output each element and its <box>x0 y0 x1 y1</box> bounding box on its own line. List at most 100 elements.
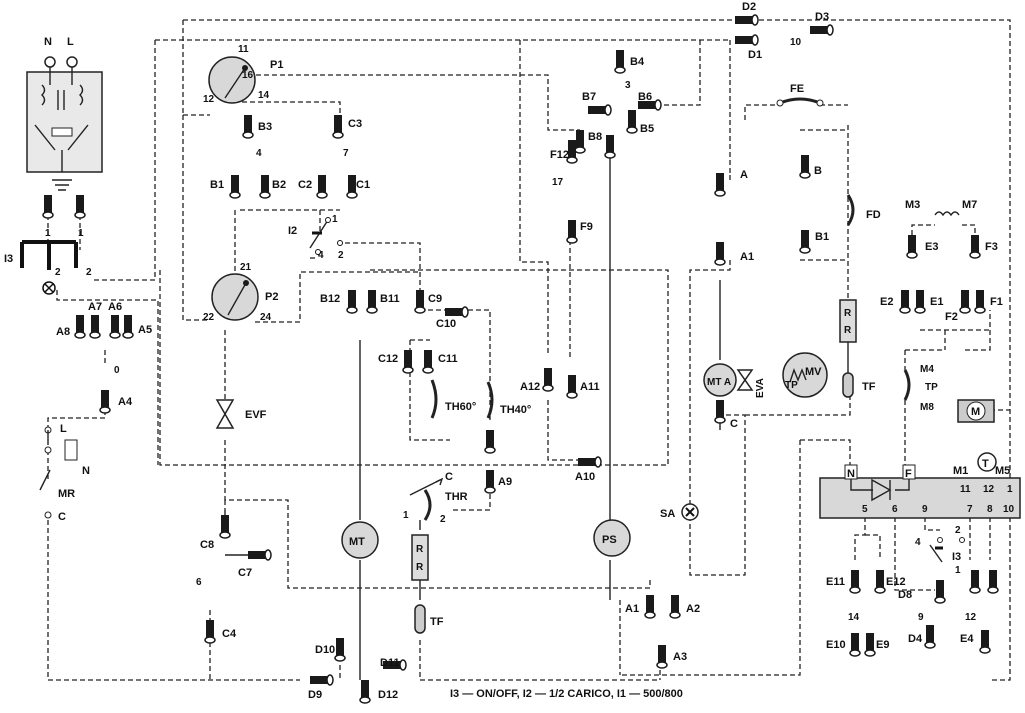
signal-lamp-sa: SA <box>660 503 699 521</box>
ps-label: PS <box>602 534 617 546</box>
label-a2: A2 <box>686 603 700 615</box>
label-c12: C12 <box>378 353 398 365</box>
thermostat-fd: FD <box>846 194 881 226</box>
contact-c11 <box>422 350 434 374</box>
thermostat-tp: M4 TP M8 <box>903 364 938 413</box>
contact-a9 <box>484 430 496 454</box>
switch-i3-bottom: 2 4 I3 1 <box>915 525 965 576</box>
mr-l-label: L <box>60 423 67 435</box>
mr-label: MR <box>58 488 75 500</box>
module-t12: 12 <box>983 484 995 495</box>
contact-a5 <box>122 315 134 339</box>
i2-t2: 2 <box>338 250 344 261</box>
module-t8: 8 <box>987 504 993 515</box>
m-label: M <box>971 406 980 418</box>
i3b-label: I3 <box>952 551 961 563</box>
contact-d2 <box>735 14 759 26</box>
contact-e1 <box>914 290 926 314</box>
i2-label: I2 <box>288 225 297 237</box>
p1-terminal-16: 16 <box>242 70 254 81</box>
i3b-t2: 2 <box>955 525 961 536</box>
thr-c-label: C <box>445 471 453 483</box>
module-t5: 5 <box>862 504 868 515</box>
label-a7: A7 <box>88 301 102 313</box>
label-b1-r: B1 <box>815 231 829 243</box>
contact-d10 <box>334 638 346 662</box>
supply-l-label: L <box>67 36 74 48</box>
contact-d1 <box>735 34 759 46</box>
label-e4: E4 <box>960 633 974 645</box>
selector-p1: 11 16 12 14 P1 <box>203 44 283 105</box>
contact-c4 <box>204 620 216 644</box>
label-14: 14 <box>848 612 860 623</box>
tf-bottom-label: TF <box>430 616 444 628</box>
thermostat-thr: THR C 1 2 <box>403 471 468 525</box>
contact-c1 <box>346 175 358 199</box>
tf-top-label: TF <box>862 381 876 393</box>
fe-label: FE <box>790 83 804 95</box>
module-t1: 1 <box>1007 484 1013 495</box>
contact-f12 <box>566 140 578 164</box>
switch-i2: I2 1 2 4 <box>288 214 344 261</box>
contact-b7 <box>588 104 612 116</box>
p1-label: P1 <box>270 59 283 71</box>
label-d9: D9 <box>308 689 322 701</box>
label-a8: A8 <box>56 326 70 338</box>
contact-e9 <box>864 633 876 657</box>
pump-ps: PS <box>593 519 631 557</box>
contact-a1b <box>644 595 656 619</box>
label-a10: A10 <box>575 471 595 483</box>
label-d12: D12 <box>378 689 398 701</box>
contact-d9 <box>310 674 334 686</box>
contact-b1-r <box>799 230 811 254</box>
label-a6: A6 <box>108 301 122 313</box>
label-12: 12 <box>965 612 977 623</box>
p1-terminal-14: 14 <box>258 90 270 101</box>
contact-f1 <box>974 290 986 314</box>
label-e10: E10 <box>826 639 846 651</box>
electronic-module: N F T M1 M5 11 12 1 5 6 9 7 8 10 <box>819 452 1021 519</box>
label-d10: D10 <box>315 644 335 656</box>
label-17: 17 <box>552 177 564 188</box>
thermostat-th40: TH40° <box>486 381 531 419</box>
label-c2: C2 <box>298 179 312 191</box>
contact-c7 <box>248 549 272 561</box>
solid-wires <box>224 155 849 680</box>
label-a: A <box>740 169 748 181</box>
contact-d3 <box>810 24 834 36</box>
label-e1: E1 <box>930 296 943 308</box>
contact-e4-upper <box>969 570 981 594</box>
fuse-fe: FE <box>776 83 824 107</box>
contact-b5 <box>626 110 638 134</box>
label-c10: C10 <box>436 318 456 330</box>
module-f-label: F <box>905 468 912 480</box>
label-c11: C11 <box>438 353 458 365</box>
label-10: 10 <box>790 37 802 48</box>
contact-a1 <box>714 242 726 266</box>
label-e3: E3 <box>925 241 938 253</box>
contact-c3 <box>332 115 344 139</box>
contact-e3 <box>906 235 918 259</box>
contact-supply-n <box>42 195 54 219</box>
contact-b-r <box>799 155 811 179</box>
m8-label: M8 <box>920 402 934 413</box>
label-a12: A12 <box>520 381 540 393</box>
label-d3: D3 <box>815 11 829 23</box>
m3-label: M3 <box>905 199 920 211</box>
contact-c10 <box>445 306 469 318</box>
motor-mv: TP MV <box>782 352 828 398</box>
m4-label: M4 <box>920 364 934 375</box>
label-4: 4 <box>256 148 262 159</box>
label-f12: F12 <box>550 149 569 161</box>
contact-b6 <box>638 99 662 111</box>
label-b11: B11 <box>380 293 400 305</box>
label-b4: B4 <box>630 56 645 68</box>
label-b6: B6 <box>638 91 652 103</box>
label-9: 9 <box>918 612 924 623</box>
label-f9: F9 <box>580 221 593 233</box>
contact-d11 <box>383 659 407 671</box>
contact-c12 <box>402 350 414 374</box>
selector-p2: 21 22 24 P2 <box>203 262 278 323</box>
thr-1-label: 1 <box>403 510 409 521</box>
